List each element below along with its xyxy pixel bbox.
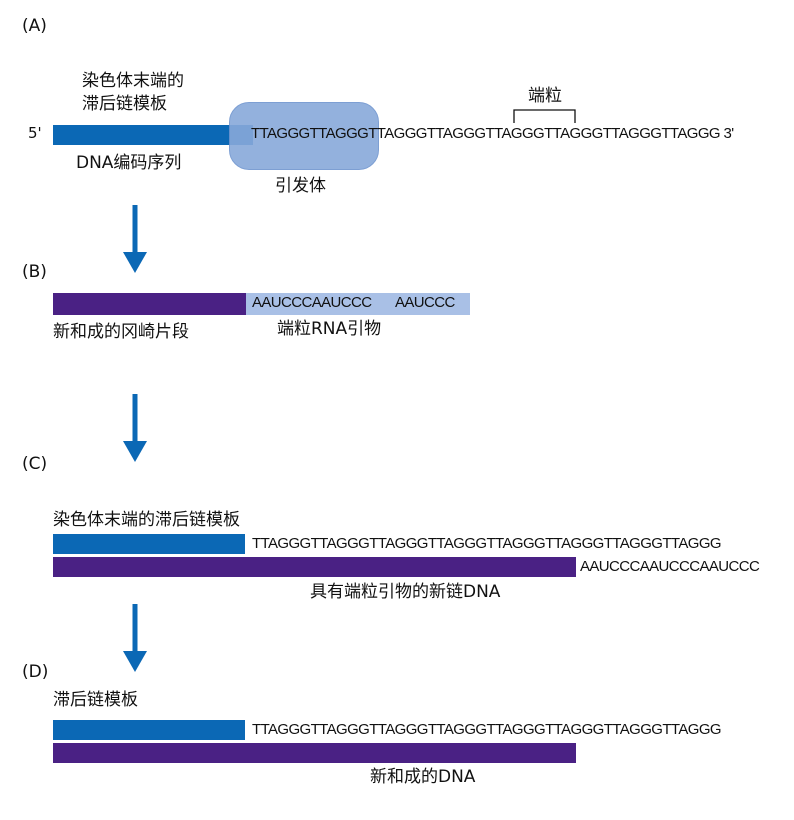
okazaki-fragment-bar	[53, 293, 246, 315]
panel-d-sequence: TTAGGGTTAGGGTTAGGGTTAGGGTTAGGGTTAGGGTTAG…	[252, 721, 722, 738]
template-strand-bar	[53, 125, 253, 145]
down-arrow-icon	[123, 394, 147, 462]
rna-primer-bar	[246, 293, 470, 315]
panel-c-label: (C)	[22, 454, 48, 474]
panel-d-new-dna-label: 新和成的DNA	[370, 767, 476, 787]
panel-d-template-label: 滞后链模板	[53, 690, 138, 710]
panel-d-new-dna-bar	[53, 743, 576, 763]
five-prime-label: 5'	[28, 124, 42, 142]
panel-d-label: (D)	[22, 662, 49, 682]
rna-primer-label: 端粒RNA引物	[277, 319, 382, 339]
rna-primer-seq1: AAUCCCAAUCCC	[252, 294, 372, 311]
dna-coding-label: DNA编码序列	[76, 153, 182, 173]
panel-c-new-strand-label: 具有端粒引物的新链DNA	[310, 582, 501, 602]
template-label-line1: 染色体末端的	[82, 71, 184, 91]
panel-b-label: (B)	[22, 262, 47, 282]
down-arrow-icon	[123, 604, 147, 672]
primase-blob	[229, 102, 379, 170]
panel-d-template-bar	[53, 720, 245, 740]
primer-label: 引发体	[275, 176, 326, 196]
panel-c-new-strand-bar	[53, 557, 576, 577]
down-arrow-icon	[123, 205, 147, 273]
panel-c-template-bar	[53, 534, 245, 554]
panel-a-label: (A)	[22, 16, 47, 36]
okazaki-label: 新和成的冈崎片段	[53, 322, 189, 342]
panel-c-new-strand-seq: AAUCCCAAUCCCAAUCCC	[580, 558, 760, 575]
rna-primer-seq2: AAUCCC	[395, 294, 455, 311]
telomere-sequence: TTAGGGTTAGGGTTAGGGTTAGGGTTAGGGTTAGGGTTAG…	[251, 125, 734, 142]
telomere-bracket	[513, 109, 576, 123]
telomere-bracket-label: 端粒	[528, 86, 562, 106]
panel-c-sequence: TTAGGGTTAGGGTTAGGGTTAGGGTTAGGGTTAGGGTTAG…	[252, 535, 722, 552]
template-label-line2: 滞后链模板	[82, 94, 167, 114]
panel-c-template-label: 染色体末端的滞后链模板	[53, 510, 240, 530]
